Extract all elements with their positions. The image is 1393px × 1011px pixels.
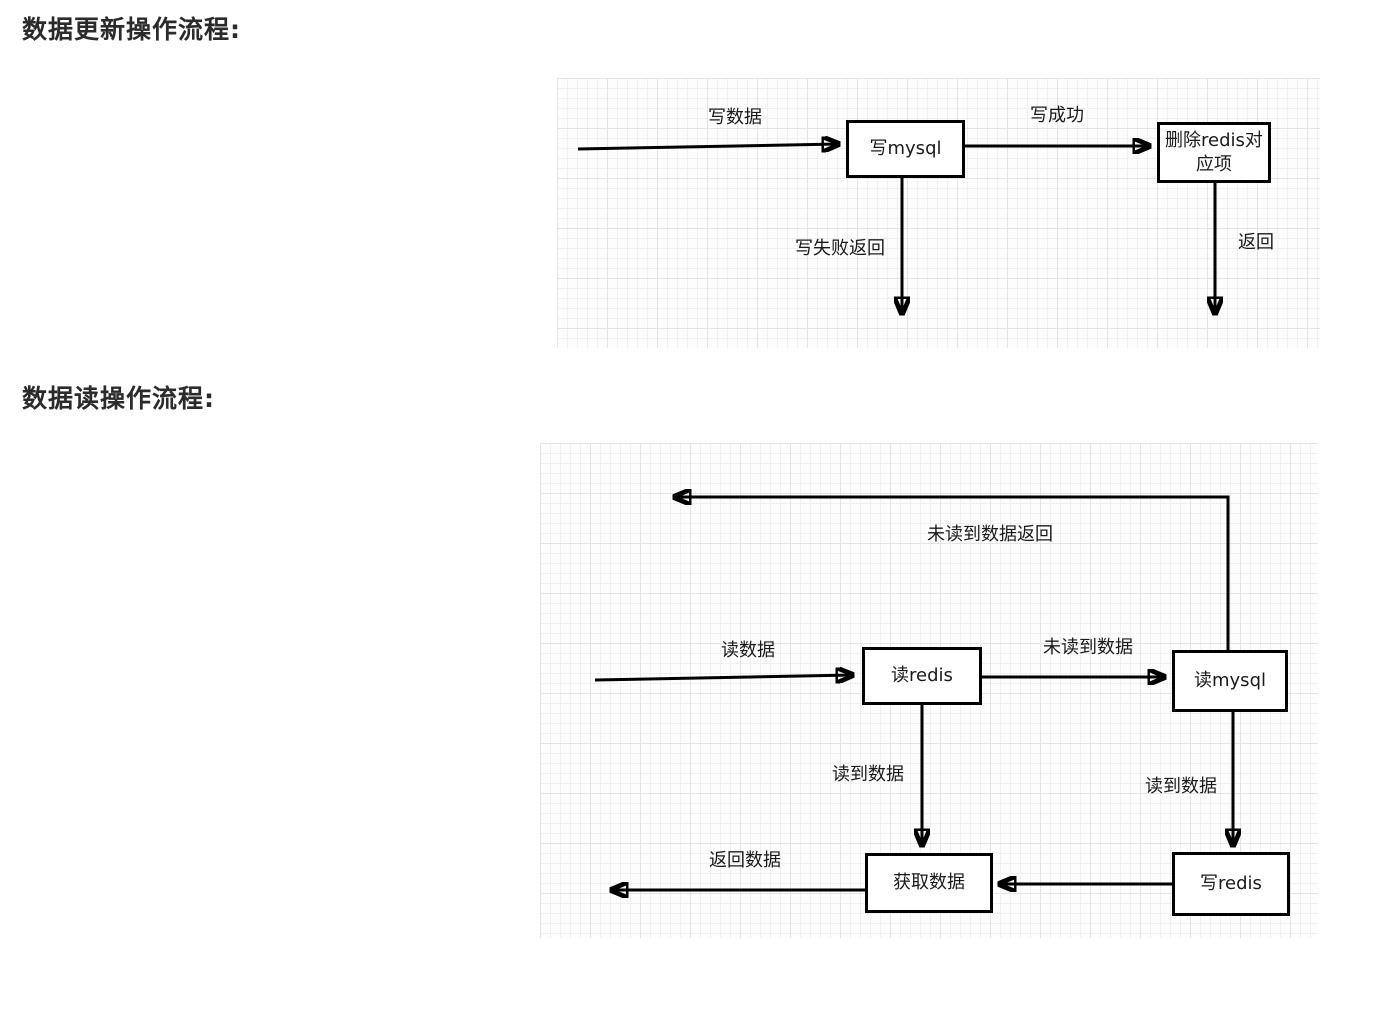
read-redis-node-label: 读redis [891, 665, 953, 687]
update-flow-arrows-layer [577, 78, 1320, 348]
got-data-from-redis-label: 读到数据 [832, 764, 904, 785]
read-flow-title: 数据读操作流程: [22, 384, 215, 413]
delete-redis-entry-node: 删除redis对应项 [1157, 122, 1271, 183]
read-flow-canvas: 未读到数据返回 读数据 未读到数据 读到数据 读到数据 返回数据 读redis … [540, 443, 1318, 938]
read-data-label: 读数据 [721, 640, 775, 661]
get-data-node: 获取数据 [865, 853, 993, 913]
write-data-arrow [577, 144, 839, 149]
read-flow-arrows-layer [594, 443, 1318, 938]
write-data-label: 写数据 [708, 107, 762, 128]
read-mysql-node: 读mysql [1172, 650, 1288, 712]
read-mysql-node-label: 读mysql [1194, 670, 1266, 692]
update-flow-title: 数据更新操作流程: [22, 15, 241, 44]
update-flow-canvas: 写数据 写成功 写失败返回 返回 写mysql 删除redis对应项 [557, 78, 1320, 348]
write-mysql-node-label: 写mysql [869, 138, 942, 160]
return-label: 返回 [1238, 232, 1274, 253]
read-redis-node: 读redis [862, 647, 982, 705]
delete-redis-entry-node-label: 删除redis对应项 [1165, 130, 1263, 175]
no-data-return-arrow [674, 497, 1230, 650]
write-mysql-node: 写mysql [846, 120, 965, 178]
write-redis-node-label: 写redis [1200, 873, 1262, 895]
write-redis-node: 写redis [1172, 852, 1290, 916]
write-fail-return-label: 写失败返回 [795, 238, 885, 259]
write-success-label: 写成功 [1030, 105, 1084, 126]
no-data-return-label: 未读到数据返回 [927, 524, 1053, 545]
got-data-from-mysql-label: 读到数据 [1145, 776, 1217, 797]
no-data-label: 未读到数据 [1043, 637, 1133, 658]
get-data-node-label: 获取数据 [893, 872, 965, 894]
read-data-arrow [594, 675, 853, 680]
return-data-label: 返回数据 [709, 850, 781, 871]
